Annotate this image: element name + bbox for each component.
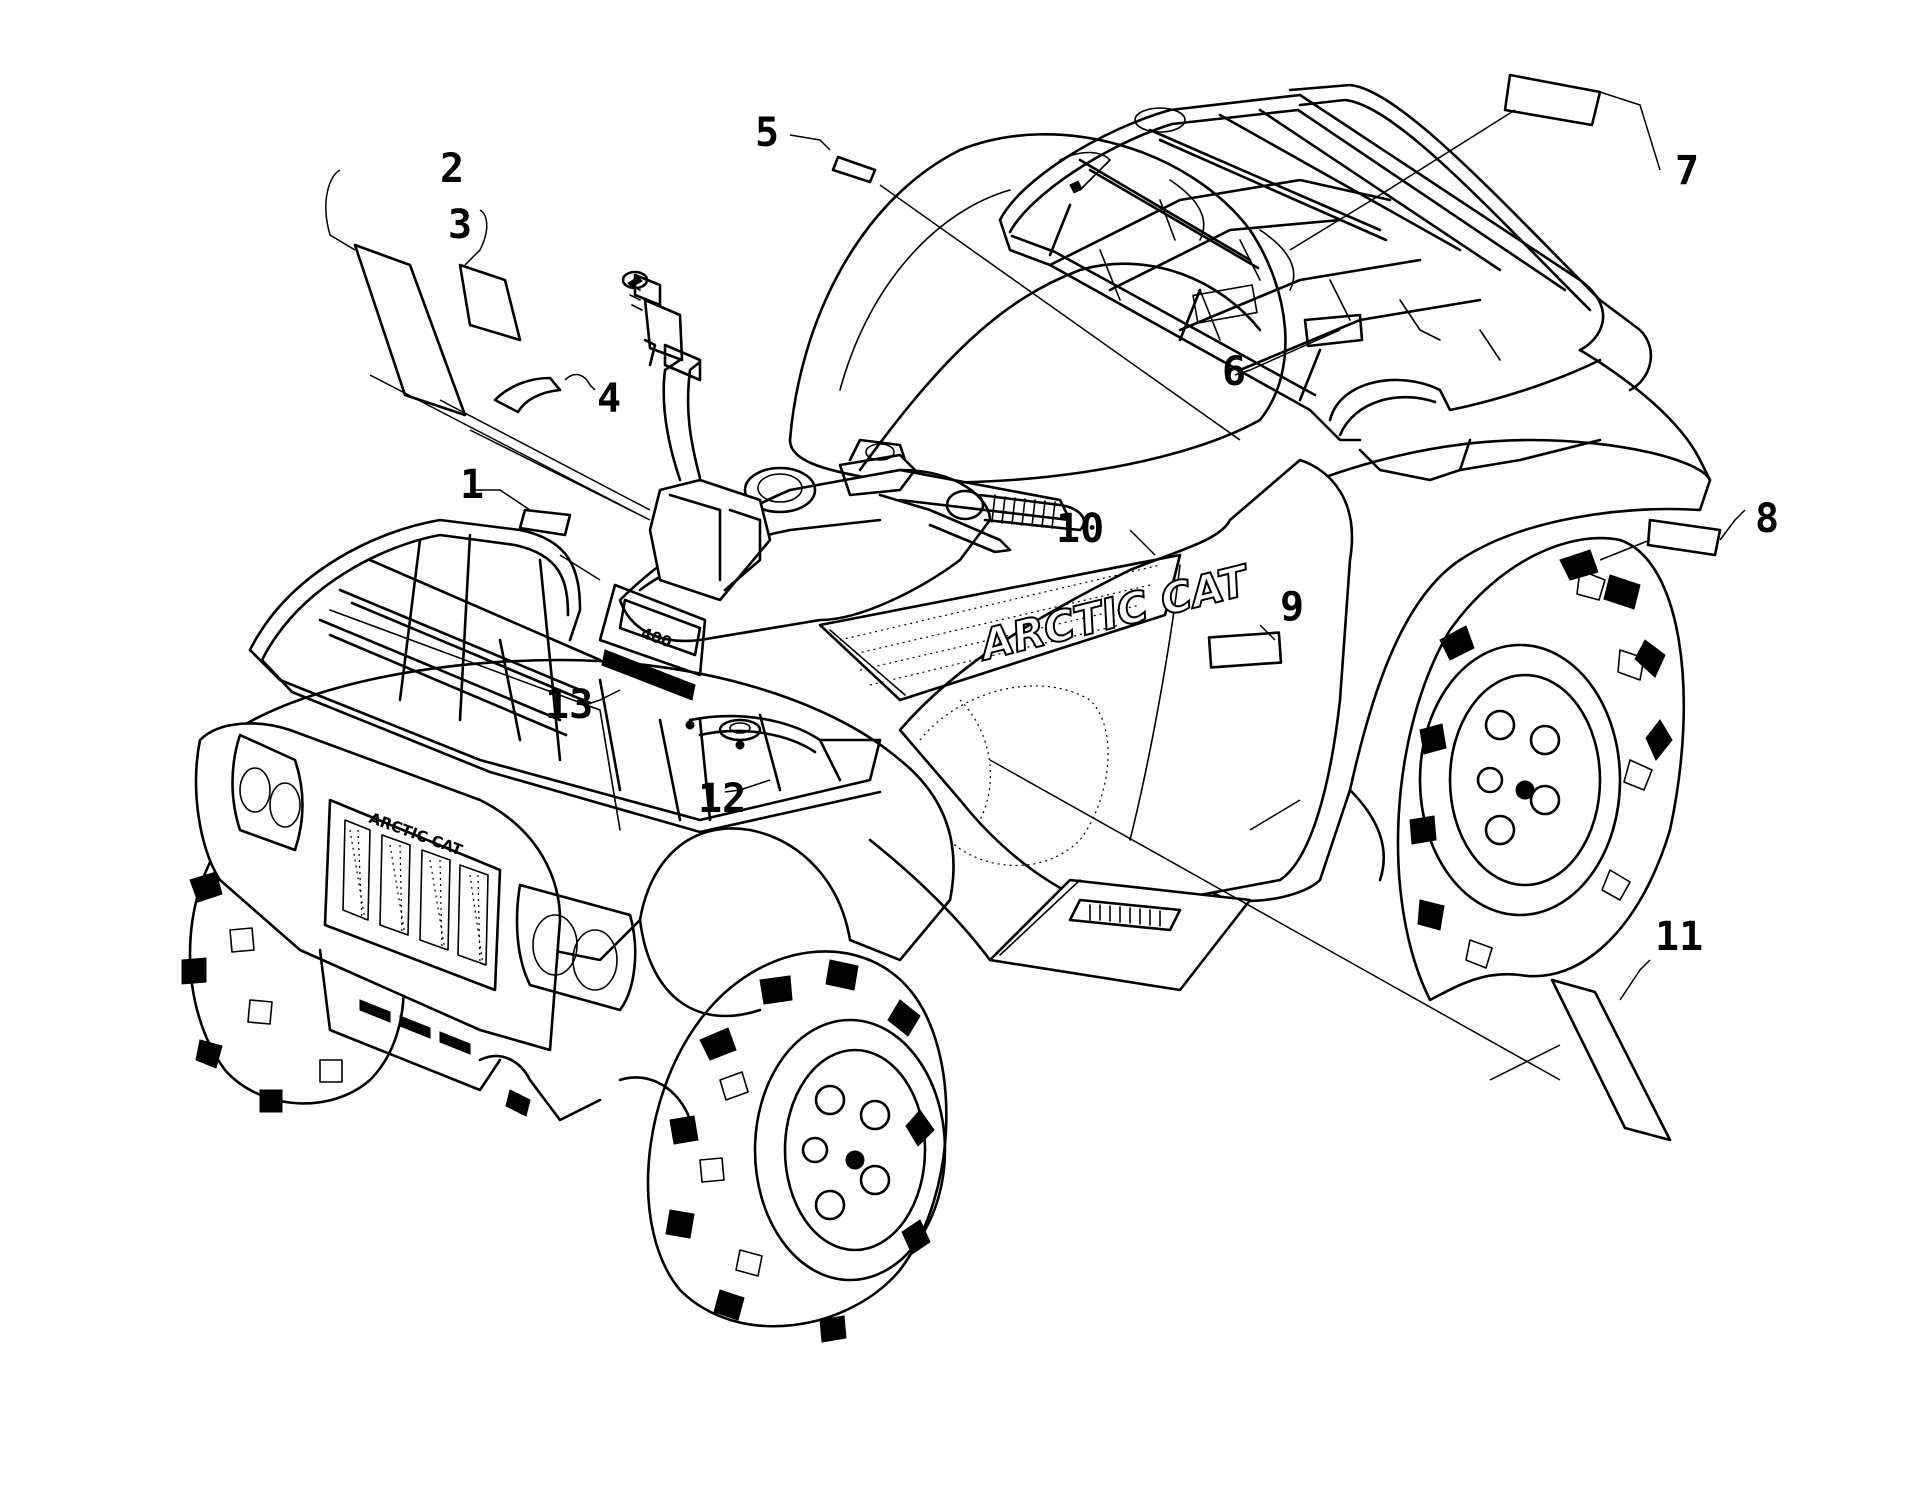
decal-6: [1303, 313, 1364, 348]
rear-right-wheel: [1396, 536, 1686, 1002]
decal-3: [458, 263, 522, 342]
decal-4: [493, 376, 562, 414]
callout-5: 5: [755, 110, 779, 156]
callout-1: 1: [460, 462, 484, 508]
rear-rack: [998, 83, 1653, 482]
callout-10: 10: [1056, 506, 1104, 552]
callout-4: 4: [597, 376, 621, 422]
decal-2: [353, 243, 467, 417]
callout-12: 12: [698, 776, 746, 822]
left-handlebar: [621, 270, 702, 482]
decal-7: [1503, 73, 1602, 127]
leader-lines: [325, 91, 1746, 1081]
handlebar-pod: [648, 478, 772, 602]
callout-2: 2: [440, 146, 464, 192]
callout-7: 7: [1675, 148, 1699, 194]
callout-9: 9: [1280, 584, 1304, 630]
rear-fender-outline: [1458, 348, 1712, 482]
callout-6: 6: [1222, 349, 1246, 395]
right-handlebar: [838, 438, 1086, 554]
callout-11: 11: [1655, 914, 1703, 960]
decal-1: [518, 508, 572, 537]
footrest: [988, 878, 1252, 992]
front-right-wheel: [646, 950, 948, 1343]
decal-5: [831, 155, 877, 184]
decal-8: [1646, 518, 1722, 557]
callout-8: 8: [1755, 496, 1779, 542]
fuel-cap: [718, 718, 762, 742]
decal-11: [1550, 978, 1672, 1142]
front-nose: ARCTIC CAT: [194, 722, 692, 1122]
front-rack: [248, 518, 882, 834]
engine-outline: [919, 685, 1109, 867]
callout-3: 3: [448, 202, 472, 248]
seat: [788, 133, 1287, 484]
callouts: 1 2 3 4 5 6 7 8 9 10 11 12 13: [440, 110, 1779, 960]
callout-13: 13: [545, 682, 593, 728]
